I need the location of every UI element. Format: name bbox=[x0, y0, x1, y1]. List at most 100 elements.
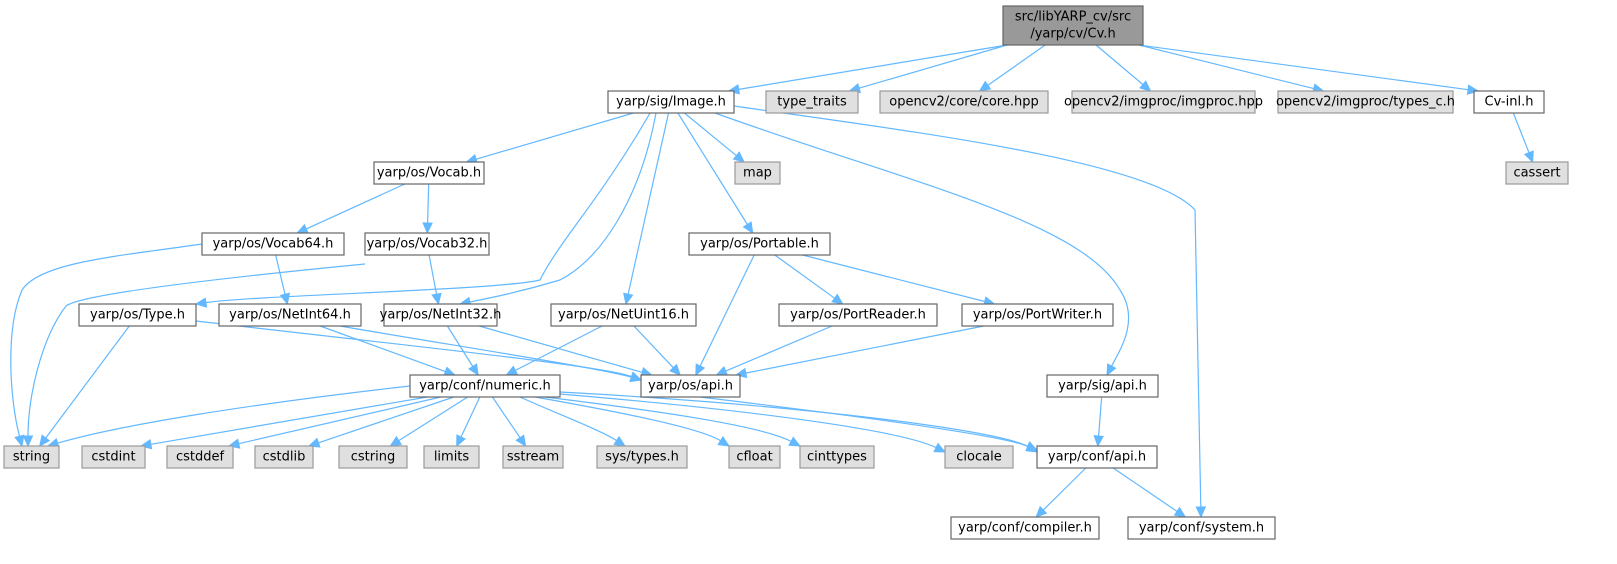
node-box bbox=[218, 303, 362, 327]
node-box bbox=[799, 445, 875, 469]
node-label: yarp/os/NetInt32.h bbox=[380, 308, 502, 323]
node-system[interactable]: yarp/conf/system.h bbox=[1127, 516, 1276, 540]
edge-line bbox=[725, 325, 833, 372]
edge-cv-to-image bbox=[727, 44, 1008, 95]
edge-image-to-system bbox=[733, 105, 1207, 519]
edge-numeric-to-cinttypes bbox=[544, 396, 802, 447]
node-box bbox=[1046, 374, 1159, 398]
edge-line bbox=[534, 396, 721, 442]
node-label: limits bbox=[434, 450, 470, 465]
node-netint32[interactable]: yarp/os/NetInt32.h bbox=[380, 303, 502, 327]
node-box bbox=[950, 516, 1100, 540]
node-box bbox=[607, 90, 735, 114]
node-box bbox=[81, 445, 146, 469]
arrowhead-icon bbox=[22, 435, 34, 448]
node-box bbox=[338, 445, 408, 469]
node-vocab32[interactable]: yarp/os/Vocab32.h bbox=[364, 232, 490, 256]
edge-line bbox=[515, 325, 603, 371]
edge-sigapi-to-confapi bbox=[1093, 396, 1104, 448]
node-label: clocale bbox=[956, 450, 1001, 465]
edge-type-to-string bbox=[38, 325, 130, 447]
node-box bbox=[728, 445, 781, 469]
arrowhead-icon bbox=[1139, 80, 1152, 92]
edge-line bbox=[677, 112, 748, 225]
edge-cv-to-cvinl bbox=[1138, 44, 1480, 95]
node-label: yarp/os/PortWriter.h bbox=[973, 308, 1102, 323]
arrowhead-icon bbox=[431, 292, 442, 306]
edge-image-to-netuint16 bbox=[623, 112, 670, 306]
edge-line bbox=[306, 183, 406, 230]
edge-image-to-portable bbox=[677, 112, 754, 235]
node-label: yarp/os/Portable.h bbox=[700, 237, 819, 252]
edge-line bbox=[745, 325, 984, 374]
node-label: /yarp/cv/Cv.h bbox=[1030, 27, 1115, 42]
arrowhead-icon bbox=[14, 434, 25, 448]
node-vocab64[interactable]: yarp/os/Vocab64.h bbox=[201, 232, 345, 256]
edge-cv-to-core bbox=[978, 44, 1046, 92]
node-confapi[interactable]: yarp/conf/api.h bbox=[1036, 445, 1158, 469]
edge-image-to-vocab bbox=[465, 112, 634, 165]
edge-line bbox=[1095, 44, 1144, 85]
node-label: sstream bbox=[507, 450, 559, 465]
edge-image-to-netint32 bbox=[458, 112, 657, 308]
edge-image-to-type bbox=[194, 112, 651, 308]
node-portwriter[interactable]: yarp/os/PortWriter.h bbox=[961, 303, 1114, 327]
edge-numeric-to-cstdint bbox=[139, 396, 428, 450]
arrowhead-icon bbox=[194, 297, 208, 308]
node-osapi[interactable]: yarp/os/api.h bbox=[640, 374, 741, 398]
node-label: cstdlib bbox=[263, 450, 306, 465]
node-cstdint: cstdint bbox=[81, 445, 146, 469]
edge-vocab-to-vocab32 bbox=[422, 183, 433, 235]
edge-line bbox=[1098, 396, 1103, 437]
edge-line bbox=[714, 112, 1130, 367]
node-type[interactable]: yarp/os/Type.h bbox=[78, 303, 197, 327]
node-box bbox=[765, 90, 859, 114]
node-sigapi[interactable]: yarp/sig/api.h bbox=[1046, 374, 1159, 398]
node-cvinl[interactable]: Cv-inl.h bbox=[1473, 90, 1545, 114]
node-label: opencv2/imgproc/types_c.h bbox=[1276, 95, 1455, 110]
node-label: string bbox=[13, 450, 50, 465]
node-netuint16[interactable]: yarp/os/NetUint16.h bbox=[550, 303, 697, 327]
node-cv[interactable]: src/libYARP_cv/src/yarp/cv/Cv.h bbox=[1002, 5, 1144, 46]
node-label: opencv2/core/core.hpp bbox=[889, 95, 1039, 110]
node-cstdlib: cstdlib bbox=[254, 445, 314, 469]
edge-vocab64-to-string bbox=[10, 243, 203, 448]
node-image[interactable]: yarp/sig/Image.h bbox=[607, 90, 735, 114]
edge-netint32-to-osapi bbox=[479, 325, 653, 378]
node-box bbox=[254, 445, 314, 469]
edge-line bbox=[733, 105, 1202, 508]
node-box bbox=[640, 374, 741, 398]
node-compiler[interactable]: yarp/conf/compiler.h bbox=[950, 516, 1100, 540]
node-box bbox=[1505, 161, 1569, 185]
edge-line bbox=[339, 325, 632, 378]
edge-cv-to-types_c bbox=[1138, 44, 1325, 94]
arrowhead-icon bbox=[715, 366, 729, 376]
edge-portwriter-to-osapi bbox=[734, 325, 984, 379]
edge-line bbox=[699, 254, 755, 367]
edge-line bbox=[150, 396, 428, 445]
node-box bbox=[166, 445, 234, 469]
arrowhead-icon bbox=[1106, 363, 1117, 377]
arrowhead-icon bbox=[422, 222, 433, 235]
arrowhead-icon bbox=[1093, 435, 1104, 448]
node-numeric[interactable]: yarp/conf/numeric.h bbox=[409, 374, 561, 398]
node-netint64[interactable]: yarp/os/NetInt64.h bbox=[218, 303, 362, 327]
node-box bbox=[688, 232, 831, 256]
arrowhead-icon bbox=[978, 80, 992, 92]
edge-line bbox=[1138, 44, 1469, 91]
arrowhead-icon bbox=[1195, 506, 1207, 519]
node-label: Cv-inl.h bbox=[1485, 95, 1534, 110]
edge-line bbox=[475, 112, 634, 160]
edge-line bbox=[559, 393, 937, 449]
arrowhead-icon bbox=[831, 293, 844, 305]
node-vocab[interactable]: yarp/os/Vocab.h bbox=[373, 161, 485, 185]
node-box bbox=[409, 374, 561, 398]
node-portreader[interactable]: yarp/os/PortReader.h bbox=[778, 303, 938, 327]
edge-netint32-to-numeric bbox=[446, 325, 479, 377]
node-portable[interactable]: yarp/os/Portable.h bbox=[688, 232, 831, 256]
node-box bbox=[1127, 516, 1276, 540]
node-cfloat: cfloat bbox=[728, 445, 781, 469]
node-box bbox=[1473, 90, 1545, 114]
arrowhead-icon bbox=[629, 371, 643, 383]
node-box bbox=[373, 161, 485, 185]
